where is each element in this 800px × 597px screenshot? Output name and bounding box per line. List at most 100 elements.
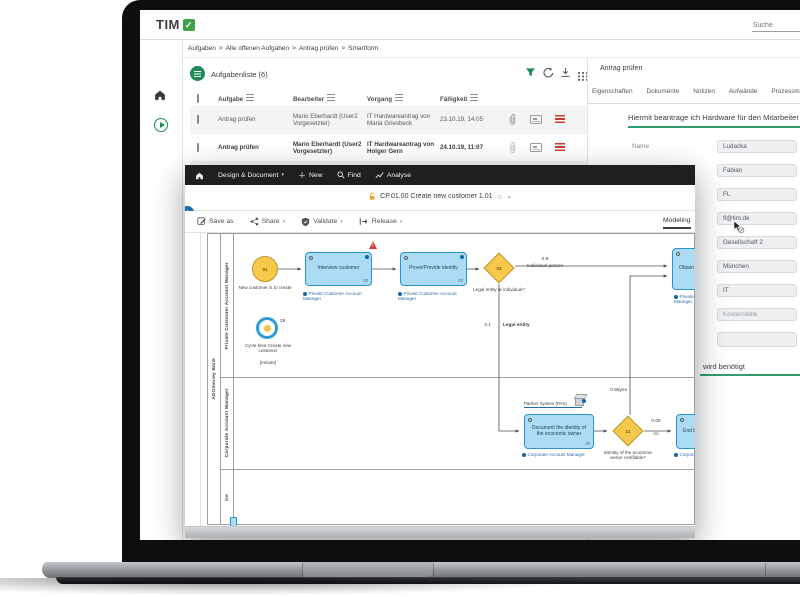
- bpmn-canvas[interactable]: ADOmoney Bank Private Customer Account M…: [185, 233, 695, 526]
- heading-underline: [628, 126, 800, 128]
- shield-icon: [302, 217, 310, 226]
- menu-new[interactable]: ＋New: [297, 170, 323, 180]
- modeler-titlebar: CP.01.00 Create new customer 1.01 ☆ ⌄: [185, 185, 695, 211]
- breadcrumb: Aufgaben > Alle offenen Aufgaben > Antra…: [183, 40, 800, 58]
- download-icon[interactable]: [560, 67, 571, 78]
- app-header: TIM ✓: [140, 10, 800, 40]
- filter-icon[interactable]: [525, 67, 536, 78]
- gateway-legal-entity[interactable]: 04: [483, 252, 515, 284]
- app-logo[interactable]: TIM ✓: [156, 17, 195, 32]
- play-circle-icon[interactable]: [154, 118, 168, 132]
- kostenstelle-field[interactable]: Kostenstelle: [717, 308, 797, 321]
- breadcrumb-item[interactable]: Smartform: [348, 45, 379, 52]
- card-icon[interactable]: [530, 115, 542, 124]
- row-checkbox[interactable]: [197, 143, 199, 152]
- metric-cycle-time[interactable]: [256, 317, 278, 339]
- home-icon[interactable]: [153, 88, 167, 101]
- tab-prozessmodell[interactable]: Prozessmodell: [771, 88, 800, 95]
- model-title[interactable]: CP.01.00 Create new customer 1.01: [380, 193, 493, 200]
- card-icon[interactable]: [530, 143, 542, 152]
- table-row[interactable]: Antrag prüfen Mario Eberhardt (User2 Vor…: [190, 134, 587, 162]
- logo-text: TIM: [156, 17, 180, 32]
- detail-title: Antrag prüfen: [600, 65, 643, 72]
- release-button[interactable]: Release▾: [359, 217, 402, 226]
- clipped-element[interactable]: [230, 517, 237, 526]
- tab-dokumente[interactable]: Dokumente: [646, 88, 680, 95]
- save-as-button[interactable]: Save as: [197, 217, 234, 226]
- task-end-business[interactable]: End bu: [676, 414, 695, 449]
- column-vorgang[interactable]: Vorgang: [367, 93, 440, 103]
- task-list-title: Aufgabenliste (6): [211, 70, 268, 79]
- task-interview-customer[interactable]: Interview customer 02: [305, 252, 372, 286]
- cell-aufgabe: Antrag prüfen: [218, 116, 256, 123]
- tab-notizen[interactable]: Notizen: [693, 88, 715, 95]
- menu-design-document[interactable]: Design & Document▾: [218, 171, 284, 179]
- task-prove-identity[interactable]: Prove/Provide identity 03: [400, 252, 467, 286]
- warning-icon[interactable]: [369, 241, 377, 249]
- gesellschaft-field[interactable]: Gesellschaft 2: [717, 236, 797, 249]
- validate-button[interactable]: Validate▾: [301, 217, 343, 227]
- sort-icon[interactable]: [327, 93, 336, 101]
- task-obtain-data[interactable]: Obtain data ment: [672, 248, 695, 290]
- status-grid-icon[interactable]: [555, 143, 565, 152]
- grid-view-icon[interactable]: [578, 71, 581, 75]
- tab-eigenschaften[interactable]: Eigenschaften: [592, 88, 633, 95]
- refresh-icon[interactable]: [542, 67, 554, 78]
- modeler-toolbar: Save as Share▾ Validate▾ Release▾: [185, 211, 695, 233]
- star-icon[interactable]: ☆: [496, 193, 503, 201]
- breadcrumb-item[interactable]: Antrag prüfen: [298, 45, 339, 52]
- form-heading: Hiermit beantrage ich Hardware für den M…: [628, 113, 799, 122]
- start-event-label: New customer is to create: [238, 285, 292, 290]
- nachname-field[interactable]: Ludacka: [717, 140, 797, 153]
- modeler-statusbar[interactable]: [185, 526, 695, 538]
- column-faelligkeit[interactable]: Fälligkeit: [440, 93, 500, 103]
- ort-field[interactable]: München: [717, 260, 797, 273]
- edge-probability: 0.05: [651, 419, 661, 424]
- kuerzel-field[interactable]: FL: [717, 188, 797, 201]
- breadcrumb-item[interactable]: Aufgaben: [188, 45, 216, 52]
- share-button[interactable]: Share▾: [250, 217, 285, 226]
- vorname-field[interactable]: Fabian: [717, 164, 797, 177]
- tab-aufwaende[interactable]: Aufwände: [728, 88, 758, 95]
- laptop-shadow: [0, 578, 800, 597]
- laptop-notch: [302, 562, 433, 577]
- email-field[interactable]: fl@tim.de: [717, 212, 797, 225]
- column-bearbeiter[interactable]: Bearbeiter: [293, 93, 367, 103]
- gateway-identity-certifiable[interactable]: 21: [612, 415, 644, 447]
- menu-analyse[interactable]: Analyse: [375, 171, 411, 179]
- paperclip-icon[interactable]: [508, 141, 517, 154]
- breadcrumb-item[interactable]: Alle offenen Aufgaben: [225, 45, 290, 52]
- cell-faelligkeit: 23.10.19, 14:05: [440, 116, 484, 123]
- sort-icon[interactable]: [395, 93, 404, 101]
- status-grid-icon[interactable]: [555, 115, 565, 124]
- sort-icon[interactable]: [246, 93, 255, 101]
- search-input[interactable]: [752, 22, 800, 32]
- pool-header[interactable]: ADOmoney Bank: [208, 234, 221, 524]
- task-document-identity[interactable]: Document the identity of the economic ow…: [524, 414, 594, 449]
- select-all-checkbox[interactable]: [197, 93, 199, 103]
- sort-icon[interactable]: [470, 93, 479, 101]
- table-header: Aufgabe Bearbeiter Vorgang Fälligkeit: [190, 90, 587, 106]
- start-event[interactable]: 01: [252, 256, 278, 282]
- role-label: Corporat: [674, 452, 695, 457]
- info-dot-icon: [460, 255, 464, 259]
- menu-find[interactable]: Find: [337, 171, 361, 179]
- partner-system-annotation[interactable]: Partner System (PAS): [524, 401, 582, 408]
- home-icon[interactable]: [195, 171, 204, 180]
- chevron-down-icon[interactable]: ⌄: [506, 194, 512, 200]
- edge-label-individual: Individual person: [526, 264, 564, 269]
- clock-icon: [528, 418, 533, 423]
- paperclip-icon[interactable]: [508, 113, 517, 126]
- role-dot-icon: [674, 452, 678, 457]
- search-icon: [337, 171, 345, 179]
- role-dot-icon: [398, 291, 402, 296]
- column-aufgabe[interactable]: Aufgabe: [218, 93, 293, 103]
- modeler-window: Design & Document▾ ＋New Find Analyse CP.…: [185, 165, 695, 538]
- clock-icon: [404, 256, 409, 261]
- abteilung-field[interactable]: IT: [717, 284, 797, 297]
- tab-modeling[interactable]: Modeling: [663, 217, 691, 229]
- breadcrumb-separator: >: [292, 45, 296, 52]
- table-row[interactable]: Antrag prüfen Mario Eberhardt (User2 Vor…: [190, 106, 587, 134]
- empty-field[interactable]: [717, 332, 797, 347]
- row-checkbox[interactable]: [197, 115, 199, 124]
